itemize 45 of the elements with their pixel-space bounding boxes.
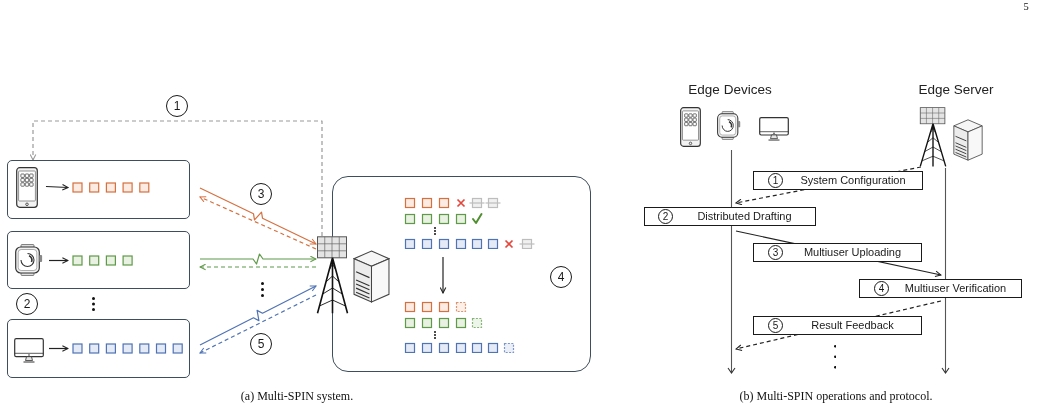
step-number-circle: 1: [768, 173, 783, 188]
subfigure-caption: (b) Multi-SPIN operations and protocol.: [739, 389, 933, 404]
step-box: [753, 171, 923, 190]
page-number: 5: [1023, 1, 1029, 14]
step-number-circle: 4: [874, 281, 889, 296]
edge-server-panel: [332, 176, 591, 372]
wireless-link-arrow: [199, 187, 317, 245]
step-box: [859, 279, 1022, 298]
step-box: [644, 207, 816, 226]
column-heading: Edge Server: [918, 82, 994, 99]
cell-tower-icon: [919, 107, 947, 167]
dashed-arrow: [29, 120, 323, 237]
arrow: [48, 345, 69, 352]
step-number-circle: 1: [166, 95, 188, 117]
step-number-circle: 4: [550, 266, 572, 288]
step-label: Multiuser Verification: [904, 281, 1007, 296]
step-label: Multiuser Uploading: [803, 245, 902, 260]
wireless-link-arrow: [199, 285, 317, 346]
device-panel: [7, 160, 190, 219]
device-panel: [7, 319, 190, 378]
smartphone-icon: [16, 167, 38, 208]
step-number-circle: 5: [250, 333, 272, 355]
smartwatch-icon: [15, 244, 43, 276]
step-box: [753, 316, 922, 335]
dashed-arrow: [199, 263, 317, 271]
step-number-circle: 3: [768, 245, 783, 260]
arrow: [439, 256, 447, 294]
arrow: [45, 183, 69, 191]
dashed-arrow: [199, 294, 317, 354]
arrow: [48, 257, 69, 264]
step-box: [753, 243, 922, 262]
subfigure-caption: (a) Multi-SPIN system.: [240, 389, 354, 404]
step-number-circle: 3: [250, 183, 272, 205]
step-number-circle: 5: [768, 318, 783, 333]
cell-tower-icon: [316, 236, 349, 314]
device-panel: [7, 231, 190, 289]
monitor-icon: [14, 338, 44, 363]
dashed-arrow: [199, 196, 317, 250]
step-label: System Configuration: [800, 173, 906, 188]
step-label: Result Feedback: [811, 318, 894, 333]
wireless-link-arrow: [199, 253, 317, 265]
step-label: Distributed Drafting: [697, 209, 792, 224]
step-number-circle: 2: [658, 209, 673, 224]
column-heading: Edge Devices: [688, 82, 772, 99]
step-number-circle: 2: [16, 293, 38, 315]
